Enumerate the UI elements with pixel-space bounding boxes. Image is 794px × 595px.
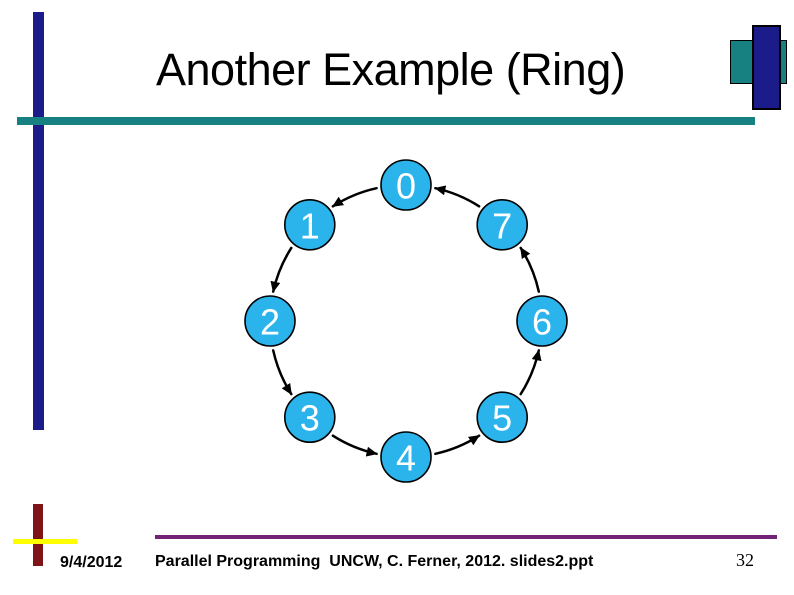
ring-edge-1-2 (270, 246, 293, 293)
ring-edge-3-4 (331, 434, 378, 457)
ring-node-label-6: 6 (532, 302, 552, 343)
footer-date: 9/4/2012 (60, 554, 123, 571)
ring-node-label-7: 7 (492, 205, 512, 246)
page-number: 32 (736, 550, 754, 570)
ring-node-label-2: 2 (260, 302, 280, 343)
ring-node-3 (283, 391, 336, 444)
ring-node-1 (283, 199, 336, 251)
ring-node-2 (244, 295, 296, 347)
left-accent-bar (33, 12, 44, 430)
ring-node-label-4: 4 (396, 438, 416, 479)
ring-edge-0-1 (331, 186, 378, 208)
corner-navy-rect (752, 25, 781, 110)
ring-edge-4-5 (434, 434, 481, 456)
ring-node-4 (380, 431, 432, 483)
ring-node-0 (380, 159, 432, 211)
footer-text: Parallel Programming UNCW, C. Ferner, 20… (155, 553, 594, 570)
ring-node-label-0: 0 (396, 166, 416, 207)
ring-node-6 (516, 295, 568, 347)
ring-node-label-3: 3 (300, 398, 320, 439)
ring-edge-7-0 (434, 185, 481, 208)
ring-edge-2-3 (271, 349, 293, 396)
ring-edge-5-6 (519, 349, 542, 396)
ring-node-5 (476, 391, 529, 444)
ring-node-label-5: 5 (492, 398, 512, 439)
ring-node-7 (476, 199, 529, 251)
footer-accent-bar (33, 504, 43, 566)
ring-node-label-1: 1 (300, 205, 320, 246)
title-underline (17, 117, 755, 125)
ring-edge-6-7 (519, 246, 541, 293)
slide-title: Another Example (Ring) (156, 44, 626, 95)
footer-divider-line (155, 535, 777, 539)
footer-accent-line (13, 539, 77, 544)
